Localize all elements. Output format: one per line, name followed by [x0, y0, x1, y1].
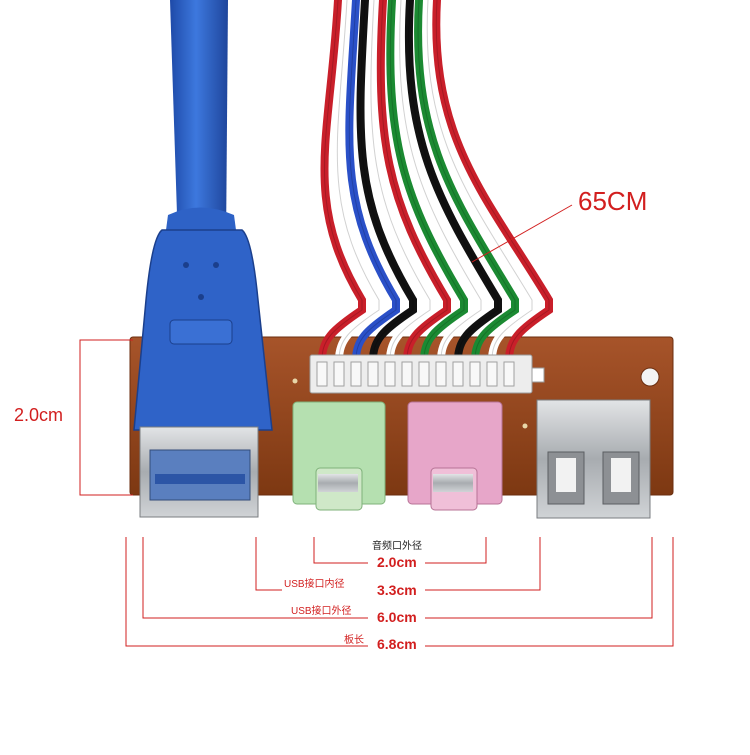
ribbon-wire — [423, 0, 536, 364]
header-pin — [486, 361, 498, 387]
ribbon-wire-edge — [426, 0, 533, 361]
board-length-dimension-right — [425, 537, 674, 647]
ribbon-wire-edge — [435, 0, 550, 361]
header-pin — [316, 361, 328, 387]
header-pin — [401, 361, 413, 387]
usb-outer-caption: USB接口外径 — [291, 606, 352, 617]
pink-jack-contact — [433, 474, 473, 492]
usb-outer-value: 6.0cm — [377, 609, 417, 625]
header-pin — [367, 361, 379, 387]
ribbon-wire-edge — [389, 0, 465, 361]
header-pins — [316, 361, 515, 387]
ribbon-wire-edge — [348, 0, 397, 361]
ribbon-wire — [432, 0, 553, 364]
audio-value: 2.0cm — [377, 554, 417, 570]
usb3-cable — [170, 0, 228, 245]
board-height-label: 2.0cm — [14, 405, 64, 425]
ribbon-wire-edge — [380, 0, 448, 361]
ribbon-wire — [404, 0, 502, 364]
usb-inner-dimension-right — [425, 537, 541, 591]
board-height-bracket — [79, 339, 133, 496]
dimension-lines — [79, 204, 674, 647]
usb3-tongue — [155, 474, 245, 484]
ribbon-wire-edge — [370, 0, 431, 361]
ribbon-wire-edge — [336, 0, 380, 361]
ribbon-wire — [414, 0, 519, 364]
usb-inner-caption: USB接口内径 — [284, 579, 345, 590]
pcb-via — [522, 423, 528, 429]
plug-dot — [198, 294, 204, 300]
ribbon-cable — [318, 0, 553, 364]
ribbon-wire — [318, 0, 366, 364]
header-pin — [503, 361, 515, 387]
ribbon-wire — [366, 0, 434, 364]
audio-caption: 音频口外径 — [372, 541, 422, 552]
audio-dimension-right — [425, 537, 487, 564]
header-pin — [333, 361, 345, 387]
audio-dimension — [313, 537, 368, 564]
ribbon-wire — [376, 0, 451, 364]
ribbon-wire-edge — [408, 0, 499, 361]
header-pin — [452, 361, 464, 387]
ribbon-wire — [333, 0, 383, 364]
green-jack-contact — [318, 474, 358, 492]
board-value: 6.8cm — [377, 636, 417, 652]
usb2-tongue-right — [611, 458, 631, 492]
header-pin — [384, 361, 396, 387]
header-pin — [469, 361, 481, 387]
pcb-hole — [640, 367, 660, 387]
ribbon-wire-edge — [321, 0, 363, 361]
connector-latch — [531, 367, 545, 383]
usb-inner-value: 3.3cm — [377, 582, 417, 598]
plug-dot — [213, 262, 219, 268]
board-length-dimension — [125, 537, 368, 647]
ribbon-wire-edge — [360, 0, 414, 361]
usb-outer-dimension-right — [425, 537, 653, 619]
ribbon-wire-edge — [417, 0, 516, 361]
header-pin — [435, 361, 447, 387]
ribbon-wire-edge — [399, 0, 482, 361]
header-pin — [350, 361, 362, 387]
usb-inner-dimension — [255, 537, 282, 591]
usb3-logo-plate — [169, 319, 233, 345]
ribbon-wire — [386, 0, 468, 364]
cable-length-label: 65CM — [578, 186, 648, 216]
cable-length-pointer — [471, 204, 573, 263]
ribbon-wire — [395, 0, 485, 364]
ribbon-wire — [356, 0, 417, 364]
ribbon-wire — [345, 0, 400, 364]
usb-outer-dimension — [142, 537, 368, 619]
pcb-via — [292, 378, 298, 384]
header-pin — [418, 361, 430, 387]
usb2-tongue-left — [556, 458, 576, 492]
board-caption: 板长 — [344, 635, 364, 646]
plug-dot — [183, 262, 189, 268]
